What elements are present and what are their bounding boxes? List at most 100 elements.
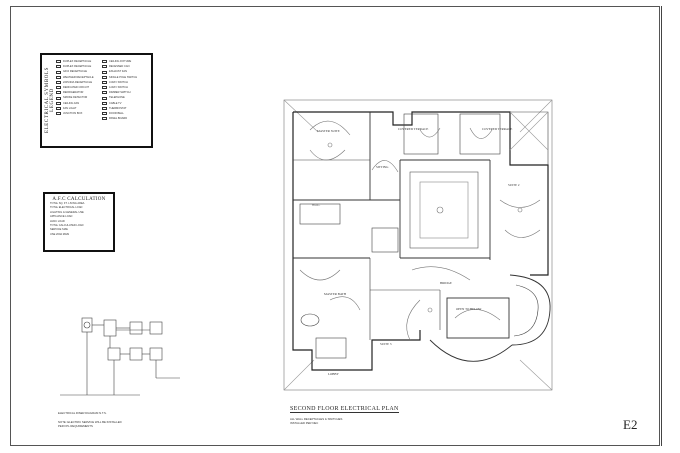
legend-symbol-icon <box>102 60 107 64</box>
legend-symbol-icon <box>102 70 107 74</box>
legend-item: FAN LIGHT <box>56 106 94 111</box>
legend-item: 3-WAY SWITCH <box>102 80 137 85</box>
legend-item-label: REFRIGERATOR <box>63 91 84 95</box>
legend-item: CABLE TV <box>102 101 137 106</box>
drawing-sheet-border <box>10 6 660 446</box>
room-master-bath: MASTER BATH <box>324 292 347 296</box>
legend-symbol-icon <box>56 60 61 64</box>
legend-item: EXHAUST FAN <box>102 69 137 74</box>
legend-symbol-icon <box>56 91 61 95</box>
legend-item-label: DUPLEX RECEPTACLE <box>63 65 92 69</box>
legend-item-label: DOOR BELL <box>109 112 124 116</box>
legend-item-label: SINGLE POLE SWITCH <box>109 75 138 79</box>
legend-symbol-icon <box>102 117 107 121</box>
load-calculation-box: A.F.C CALCULATION TOTAL SQ. FT. LIVING A… <box>43 192 115 252</box>
legend-item: THERMOSTAT <box>102 106 137 111</box>
legend-symbol-icon <box>102 80 107 84</box>
legend-item-label: CEILING FAN <box>63 101 80 105</box>
legend-symbol-icon <box>102 101 107 105</box>
calc-title: A.F.C CALCULATION <box>52 197 106 202</box>
legend-symbol-icon <box>102 96 107 100</box>
electrical-symbols-legend: ELECTRICAL SYMBOLS LEGEND DUPLEX RECEPTA… <box>40 53 153 148</box>
legend-item-label: WEATHER RECEPTACLE <box>63 75 94 79</box>
riser-note-2: PER FPL REQUIREMENTS <box>58 424 93 428</box>
sheet-number: E2 <box>623 417 638 432</box>
legend-item-label: DUPLEX RECEPTACLE <box>63 60 92 63</box>
legend-symbol-icon <box>56 70 61 74</box>
room-open-to-below: OPEN TO BELOW <box>456 307 482 311</box>
legend-symbol-icon <box>56 96 61 100</box>
plan-note-2: INSTALLED PER NEC <box>290 421 319 425</box>
room-covered-terrace-1: COVERED TERRACE <box>398 127 429 131</box>
legend-item-label: 4-WAY SWITCH <box>109 86 128 90</box>
sheet-right-rule <box>661 6 662 446</box>
calc-line: USE 200A MAIN <box>50 232 70 236</box>
calc-line: APPLIANCE LOAD <box>50 215 73 219</box>
legend-item-label: FAN LIGHT <box>63 106 77 110</box>
legend-symbol-icon <box>102 106 107 110</box>
legend-item-label: SMOKE DETECTOR <box>63 96 88 100</box>
room-suite-3: SUITE 3 <box>380 342 392 346</box>
legend-item-label: DEDICATED CIRCUIT <box>63 86 90 90</box>
legend-item: REFRIGERATOR <box>56 90 94 95</box>
legend-item: 4-WAY SWITCH <box>102 85 137 90</box>
legend-item: WEATHER RECEPTACLE <box>56 75 94 80</box>
legend-symbol-icon <box>102 65 107 69</box>
room-closet: W.I.C. <box>312 203 321 207</box>
calc-line: TOTAL ELECTRICAL LOAD <box>50 206 83 210</box>
legend-symbol-icon <box>56 80 61 84</box>
legend-item: DUPLEX RECEPTACLE <box>56 64 94 69</box>
legend-symbol-icon <box>102 75 107 79</box>
legend-item: GFCI RECEPTACLE <box>56 69 94 74</box>
legend-item-label: CEILING FIXTURE <box>109 60 132 63</box>
legend-item-label: 220V/30A RECEPTACLE <box>63 80 93 84</box>
legend-symbol-icon <box>56 75 61 79</box>
legend-item-label: TELEPHONE <box>109 96 125 100</box>
main-panel <box>103 319 117 337</box>
calc-line: SERVICE SIZE <box>50 228 68 232</box>
legend-item: DEDICATED CIRCUIT <box>56 85 94 90</box>
riser-note-1: NOTE: ELECTRIC SERVICE WILL BE INSTALLED <box>58 420 122 424</box>
legend-item-label: 3-WAY SWITCH <box>109 80 128 84</box>
legend-item-label: DIMMER SWITCH <box>109 91 131 95</box>
legend-symbol-icon <box>56 65 61 69</box>
legend-item: 220V/30A RECEPTACLE <box>56 80 94 85</box>
legend-item-label: JUNCTION BOX <box>63 112 83 116</box>
plan-title: SECOND FLOOR ELECTRICAL PLAN <box>290 406 399 413</box>
legend-item: CEILING FAN <box>56 101 94 106</box>
calc-line: HVAC LOAD <box>50 219 65 223</box>
legend-item: DOOR BELL <box>102 111 137 116</box>
room-covered-terrace-2: COVERED TERRACE <box>482 127 513 131</box>
room-suite-2: SUITE 2 <box>508 183 520 187</box>
legend-symbol-icon <box>102 86 107 90</box>
legend-symbol-icon <box>56 112 61 116</box>
legend-item-label: PANEL BOARD <box>109 117 128 121</box>
calc-line: TOTAL SQ. FT. LIVING AREA <box>50 202 85 205</box>
legend-item: DIMMER SWITCH <box>102 90 137 95</box>
room-lobby: LOBBY <box>328 372 339 376</box>
legend-symbol-icon <box>56 86 61 90</box>
calc-line: TOTAL CALCULATED LOAD <box>50 224 84 228</box>
room-bridge: BRIDGE <box>440 281 452 285</box>
legend-item: RECESSED CAN <box>102 64 137 69</box>
legend-item: TELEPHONE <box>102 95 137 100</box>
legend-item-label: EXHAUST FAN <box>109 70 127 74</box>
legend-item: PANEL BOARD <box>102 116 137 121</box>
riser-caption: ELECTRICAL RISER DIAGRAM N.T.S. <box>58 411 107 415</box>
legend-item-label: RECESSED CAN <box>109 65 130 69</box>
calc-line: LIGHTING & GENERAL USE <box>50 210 84 214</box>
legend-item-label: CABLE TV <box>109 101 122 105</box>
room-sitting: SITTING <box>376 165 389 169</box>
plan-note-1: ALL WALL RECEPTACLES & SWITCHES <box>290 417 343 421</box>
legend-symbol-icon <box>56 101 61 105</box>
legend-item: SINGLE POLE SWITCH <box>102 75 137 80</box>
legend-item: SMOKE DETECTOR <box>56 95 94 100</box>
legend-item: DUPLEX RECEPTACLE <box>56 59 94 64</box>
legend-item: JUNCTION BOX <box>56 111 94 116</box>
legend-item-label: THERMOSTAT <box>109 106 127 110</box>
legend-symbol-icon <box>102 91 107 95</box>
